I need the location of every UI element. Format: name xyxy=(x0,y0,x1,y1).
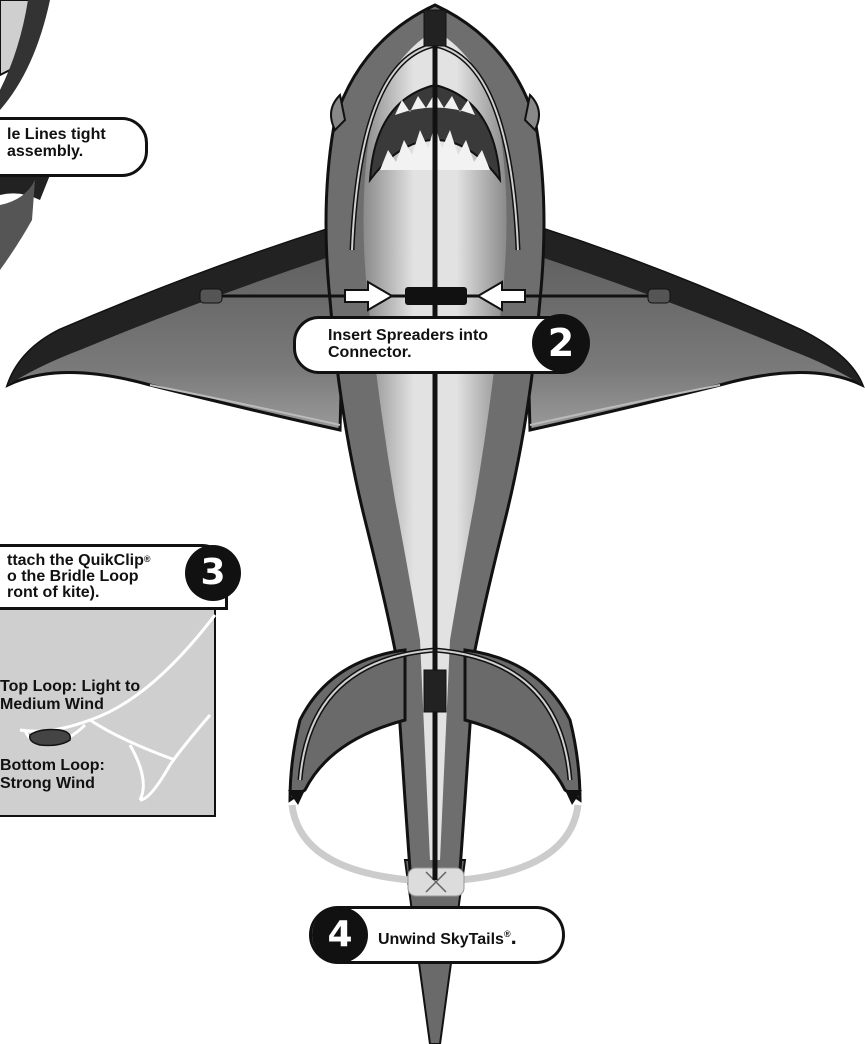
step-3-badge: 3 xyxy=(185,545,241,601)
right-rear-fin xyxy=(465,650,580,800)
callout-1-line2: assembly. xyxy=(7,143,145,160)
callout-bridle-tight: le Lines tight assembly. xyxy=(0,117,148,177)
bottom-loop-label: Bottom Loop: Strong Wind xyxy=(0,757,105,793)
quikclip-icon xyxy=(30,730,71,746)
left-rear-fin xyxy=(290,650,405,800)
top-loop-label: Top Loop: Light to Medium Wind xyxy=(0,678,140,714)
callout-4-text: Unwind SkyTails®. xyxy=(378,928,562,948)
step-2-badge: 2 xyxy=(532,314,590,372)
step-4-badge: 4 xyxy=(312,907,368,963)
callout-1-line1: le Lines tight xyxy=(7,126,145,143)
